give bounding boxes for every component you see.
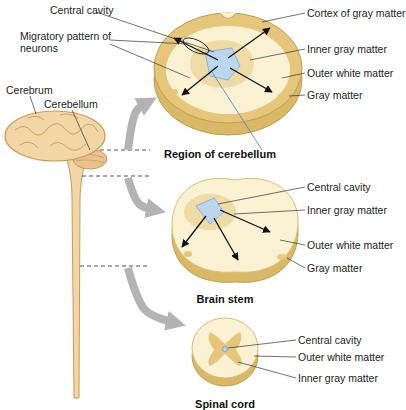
part-label: Gray matter bbox=[307, 89, 406, 101]
part-label: Outer white matter bbox=[307, 67, 406, 79]
leader-line bbox=[287, 258, 305, 268]
gray-matter-spot bbox=[277, 254, 287, 260]
leader-line bbox=[262, 13, 305, 22]
part-label: Migratory pattern of neurons bbox=[20, 30, 112, 54]
migration-arrow bbox=[214, 218, 238, 260]
level-arrow bbox=[128, 268, 172, 322]
part-label: Outer white matter bbox=[298, 351, 406, 363]
level-line bbox=[82, 176, 150, 177]
migration-arrow bbox=[182, 216, 206, 247]
section-caption: Region of cerebellum bbox=[155, 148, 285, 160]
part-label: Inner gray matter bbox=[307, 204, 406, 216]
part-label: Inner gray matter bbox=[307, 43, 406, 55]
part-label: Cortex of gray matter bbox=[307, 7, 406, 19]
section-caption: Brain stem bbox=[165, 293, 285, 305]
inner-gray-matter bbox=[184, 194, 236, 230]
cerebrum-drawing bbox=[5, 111, 105, 161]
leader-line bbox=[250, 49, 305, 60]
leader-line bbox=[30, 96, 36, 114]
leader-line bbox=[110, 44, 190, 78]
leader-line bbox=[228, 340, 296, 348]
inner-gray-matter bbox=[208, 332, 241, 366]
brain-gyri bbox=[15, 114, 98, 150]
leader-line bbox=[282, 73, 305, 78]
migration-arrow bbox=[230, 68, 272, 92]
leader-line bbox=[289, 95, 305, 96]
leader-line bbox=[254, 356, 296, 357]
cross-section: Spinal cord bbox=[185, 318, 265, 410]
outer-white-matter bbox=[192, 318, 258, 378]
gray-matter-spot bbox=[278, 93, 288, 99]
migration-arrow bbox=[228, 28, 270, 58]
brain-figure: CerebrumCerebellum bbox=[0, 80, 128, 400]
leader-line bbox=[234, 210, 305, 214]
cortex-fold bbox=[220, 13, 236, 19]
central-cavity bbox=[223, 347, 228, 352]
level-line bbox=[100, 150, 150, 151]
leader-line bbox=[238, 362, 296, 378]
cortex-gray-matter bbox=[154, 13, 302, 123]
level-arrow bbox=[128, 104, 144, 150]
central-cavity bbox=[196, 198, 224, 224]
blue-leader bbox=[212, 72, 262, 150]
level-arrow bbox=[128, 178, 152, 209]
part-label: Inner gray matter bbox=[298, 372, 406, 384]
cross-section: Region of cerebellum bbox=[155, 8, 285, 163]
cross-section: Brain stem bbox=[165, 175, 285, 300]
migration-arrow bbox=[174, 38, 218, 60]
level-line bbox=[80, 266, 150, 267]
part-label: Central cavity bbox=[298, 334, 406, 346]
outer-white-matter bbox=[172, 178, 298, 272]
gray-matter-spot bbox=[170, 89, 178, 95]
part-label: Outer white matter bbox=[307, 239, 406, 251]
leader-line bbox=[96, 12, 214, 52]
part-name: Cerebrum bbox=[6, 84, 76, 96]
part-label: Central cavity bbox=[307, 181, 406, 193]
section-caption: Spinal cord bbox=[185, 398, 265, 410]
outer-white-matter bbox=[166, 26, 290, 114]
part-label: Gray matter bbox=[307, 262, 406, 274]
gray-matter-spot bbox=[184, 251, 192, 257]
part-label: Central cavity bbox=[50, 4, 140, 16]
leader-line bbox=[72, 110, 90, 150]
leader-lines bbox=[30, 12, 305, 378]
leader-line bbox=[218, 187, 305, 204]
leader-line bbox=[110, 40, 188, 44]
migration-arrow bbox=[182, 66, 218, 95]
leader-line bbox=[280, 240, 305, 245]
part-name: Cerebellum bbox=[44, 98, 124, 110]
spinal-cord-drawing bbox=[64, 150, 86, 398]
